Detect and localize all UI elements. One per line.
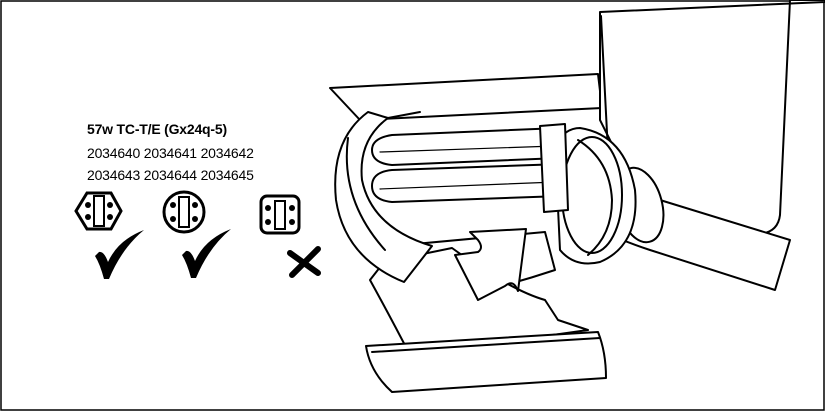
tray-lip	[365, 331, 607, 393]
lamp-guard-left	[334, 111, 433, 283]
check-mark-icon	[95, 230, 144, 279]
luminaire-illustration	[329, 0, 825, 393]
lamp-tube-upper	[371, 127, 561, 166]
product-codes-row-2: 2034643 2034644 2034645	[87, 167, 254, 183]
insertion-direction-arrow	[454, 228, 527, 301]
lamp-spec-title: 57w TC-T/E (Gx24q-5)	[87, 121, 227, 137]
lamp-base-collar	[539, 123, 569, 213]
hexagonal-4-pin-base-icon	[74, 191, 123, 231]
product-codes-row-1: 2034640 2034641 2034642	[87, 145, 254, 161]
lamp-tube-lower	[371, 163, 563, 203]
check-mark-icon	[182, 229, 231, 278]
round-4-pin-base-icon	[162, 190, 206, 234]
square-4-pin-base-icon	[259, 194, 301, 235]
cross-mark-icon	[287, 246, 321, 278]
